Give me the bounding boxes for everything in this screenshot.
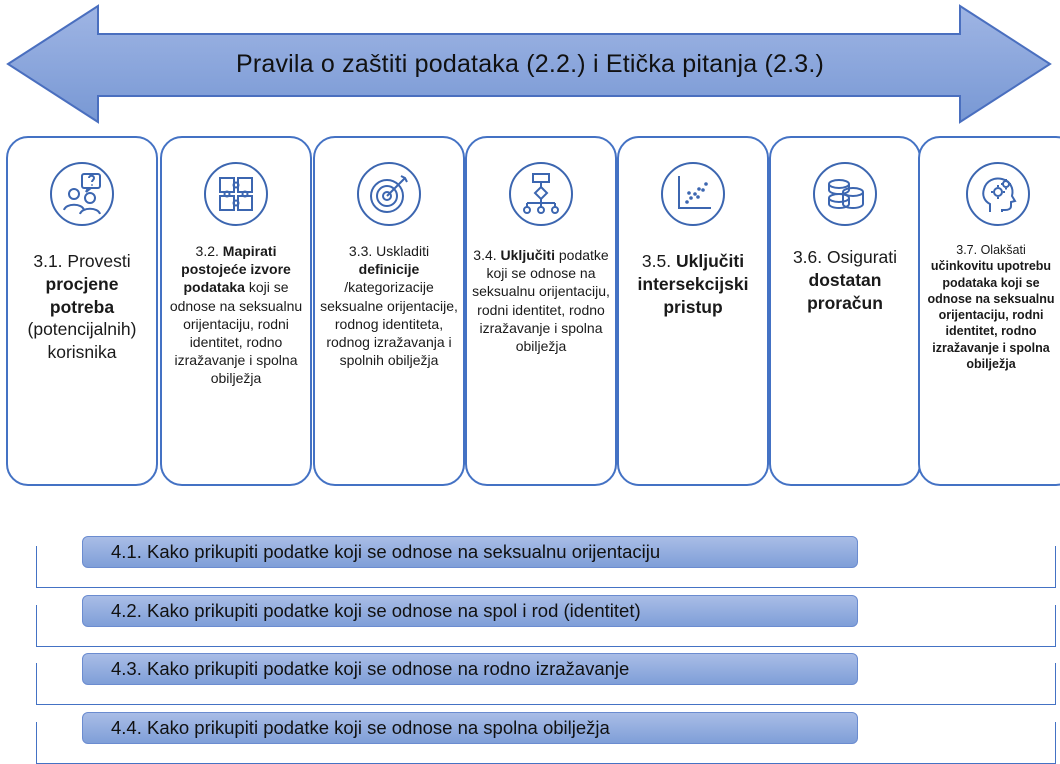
flowchart-icon <box>509 162 573 226</box>
step-text-part: 3.4. <box>473 247 501 263</box>
action-row-4-2: 4.2. Kako prikupiti podatke koji se odno… <box>36 595 1056 647</box>
people-question-icon <box>50 162 114 226</box>
step-text: 3.4. Uključiti podatke koji se odnose na… <box>471 246 611 355</box>
step-text-part: 3.6. Osigurati <box>792 247 898 267</box>
step-text-bold: procjene potreba <box>45 273 119 317</box>
step-text-part: 3.2. <box>195 243 223 259</box>
row-frame <box>36 605 1056 647</box>
double-arrow-banner <box>6 4 1052 124</box>
action-label: 4.4. Kako prikupiti podatke koji se odno… <box>82 712 858 744</box>
step-text-part: 3.1. Provesti <box>33 251 131 271</box>
head-gears-icon <box>966 162 1030 226</box>
action-label: 4.2. Kako prikupiti podatke koji se odno… <box>82 595 858 627</box>
step-text-part: koji se odnose na seksualnu orijentaciju… <box>169 279 303 387</box>
step-text-part: 3.3. Uskladiti <box>348 243 430 259</box>
action-row-4-3: 4.3. Kako prikupiti podatke koji se odno… <box>36 653 1056 705</box>
step-text-bold: učinkovitu upotrebu podataka koji se odn… <box>927 259 1055 371</box>
step-card-3-5: 3.5. Uključiti intersekcijski pristup <box>617 136 769 486</box>
step-card-3-3: 3.3. Uskladiti definicije /kategorizacij… <box>313 136 465 486</box>
row-frame <box>36 546 1056 588</box>
step-card-3-6: 3.6. Osigurati dostatan proračun <box>769 136 921 486</box>
step-text: 3.5. Uključiti intersekcijski pristup <box>623 250 763 318</box>
step-text: 3.3. Uskladiti definicije /kategorizacij… <box>319 242 459 369</box>
step-text-part: podatke koji se odnose na seksualnu orij… <box>472 247 610 354</box>
step-card-3-4: 3.4. Uključiti podatke koji se odnose na… <box>465 136 617 486</box>
step-text-part: /kategorizacije seksualne orijentacije, … <box>320 279 458 369</box>
step-card-3-2: 3.2. Mapirati postojeće izvore podataka … <box>160 136 312 486</box>
action-row-4-1: 4.1. Kako prikupiti podatke koji se odno… <box>36 536 1056 588</box>
step-text: 3.2. Mapirati postojeće izvore podataka … <box>166 242 306 388</box>
action-row-4-4: 4.4. Kako prikupiti podatke koji se odno… <box>36 712 1056 764</box>
step-text-part: 3.5. <box>641 251 676 271</box>
coins-icon <box>813 162 877 226</box>
step-text-part: (potencijalnih) korisnika <box>27 319 137 362</box>
step-text: 3.7. Olakšati učinkovitu upotrebu podata… <box>924 242 1058 372</box>
step-text-bold: Mapirati postojeće izvore podataka <box>181 243 291 296</box>
step-text-part: 3.7. Olakšati <box>956 243 1026 257</box>
row-frame <box>36 663 1056 705</box>
target-icon <box>357 162 421 226</box>
step-text-bold: definicije <box>358 261 420 278</box>
action-label: 4.1. Kako prikupiti podatke koji se odno… <box>82 536 858 568</box>
puzzle-icon <box>204 162 268 226</box>
step-text-bold: Uključiti intersekcijski pristup <box>637 251 749 317</box>
step-text-bold: Uključiti <box>500 247 555 263</box>
scatter-chart-icon <box>661 162 725 226</box>
step-text-bold: dostatan proračun <box>807 269 883 313</box>
action-label: 4.3. Kako prikupiti podatke koji se odno… <box>82 653 858 685</box>
banner-title: Pravila o zaštiti podataka (2.2.) i Etič… <box>235 50 825 78</box>
step-text: 3.1. Provesti procjene potreba (potencij… <box>12 250 152 364</box>
step-text: 3.6. Osigurati dostatan proračun <box>775 246 915 314</box>
step-card-3-1: 3.1. Provesti procjene potreba (potencij… <box>6 136 158 486</box>
step-card-3-7: 3.7. Olakšati učinkovitu upotrebu podata… <box>918 136 1060 486</box>
